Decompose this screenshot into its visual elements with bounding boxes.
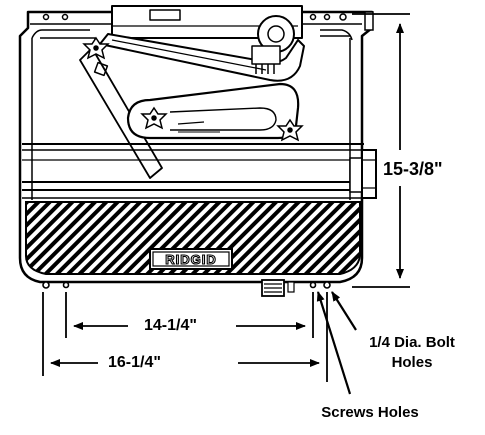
- bottom-holes: [42, 281, 331, 289]
- brand-plate: RIDGID: [149, 248, 233, 270]
- bolt-holes-callout: 1/4 Dia. Bolt Holes: [352, 333, 472, 372]
- star-knob-icon: [82, 36, 304, 142]
- left-bolt-hole: [42, 281, 50, 289]
- belt-housing: [126, 82, 300, 140]
- side-pin: [364, 11, 374, 31]
- outer-width-label: 16-1/4": [104, 355, 165, 371]
- bolt-holes-line1: 1/4 Dia. Bolt: [369, 334, 455, 351]
- table-rails: [22, 143, 377, 199]
- right-bolt-hole: [323, 281, 331, 289]
- blade-guard: [79, 5, 305, 179]
- bolt-holes-line2: Holes: [391, 353, 433, 371]
- left-screw-hole: [62, 281, 70, 289]
- height-dimension: [352, 13, 410, 288]
- height-dimension-label: 15-3/8": [383, 158, 443, 180]
- bottom-clamp: [261, 279, 295, 297]
- inner-width-dimension: [65, 292, 314, 338]
- brand-logo: RIDGID: [165, 252, 217, 267]
- front-grille: [25, 201, 361, 275]
- leader-lines: [316, 291, 357, 395]
- top-mounting-holes: [42, 13, 347, 21]
- inner-width-label: 14-1/4": [140, 318, 201, 334]
- outer-width-dimension: [42, 292, 328, 382]
- right-screw-hole: [309, 281, 317, 289]
- screw-holes-callout: Screws Holes: [321, 404, 419, 421]
